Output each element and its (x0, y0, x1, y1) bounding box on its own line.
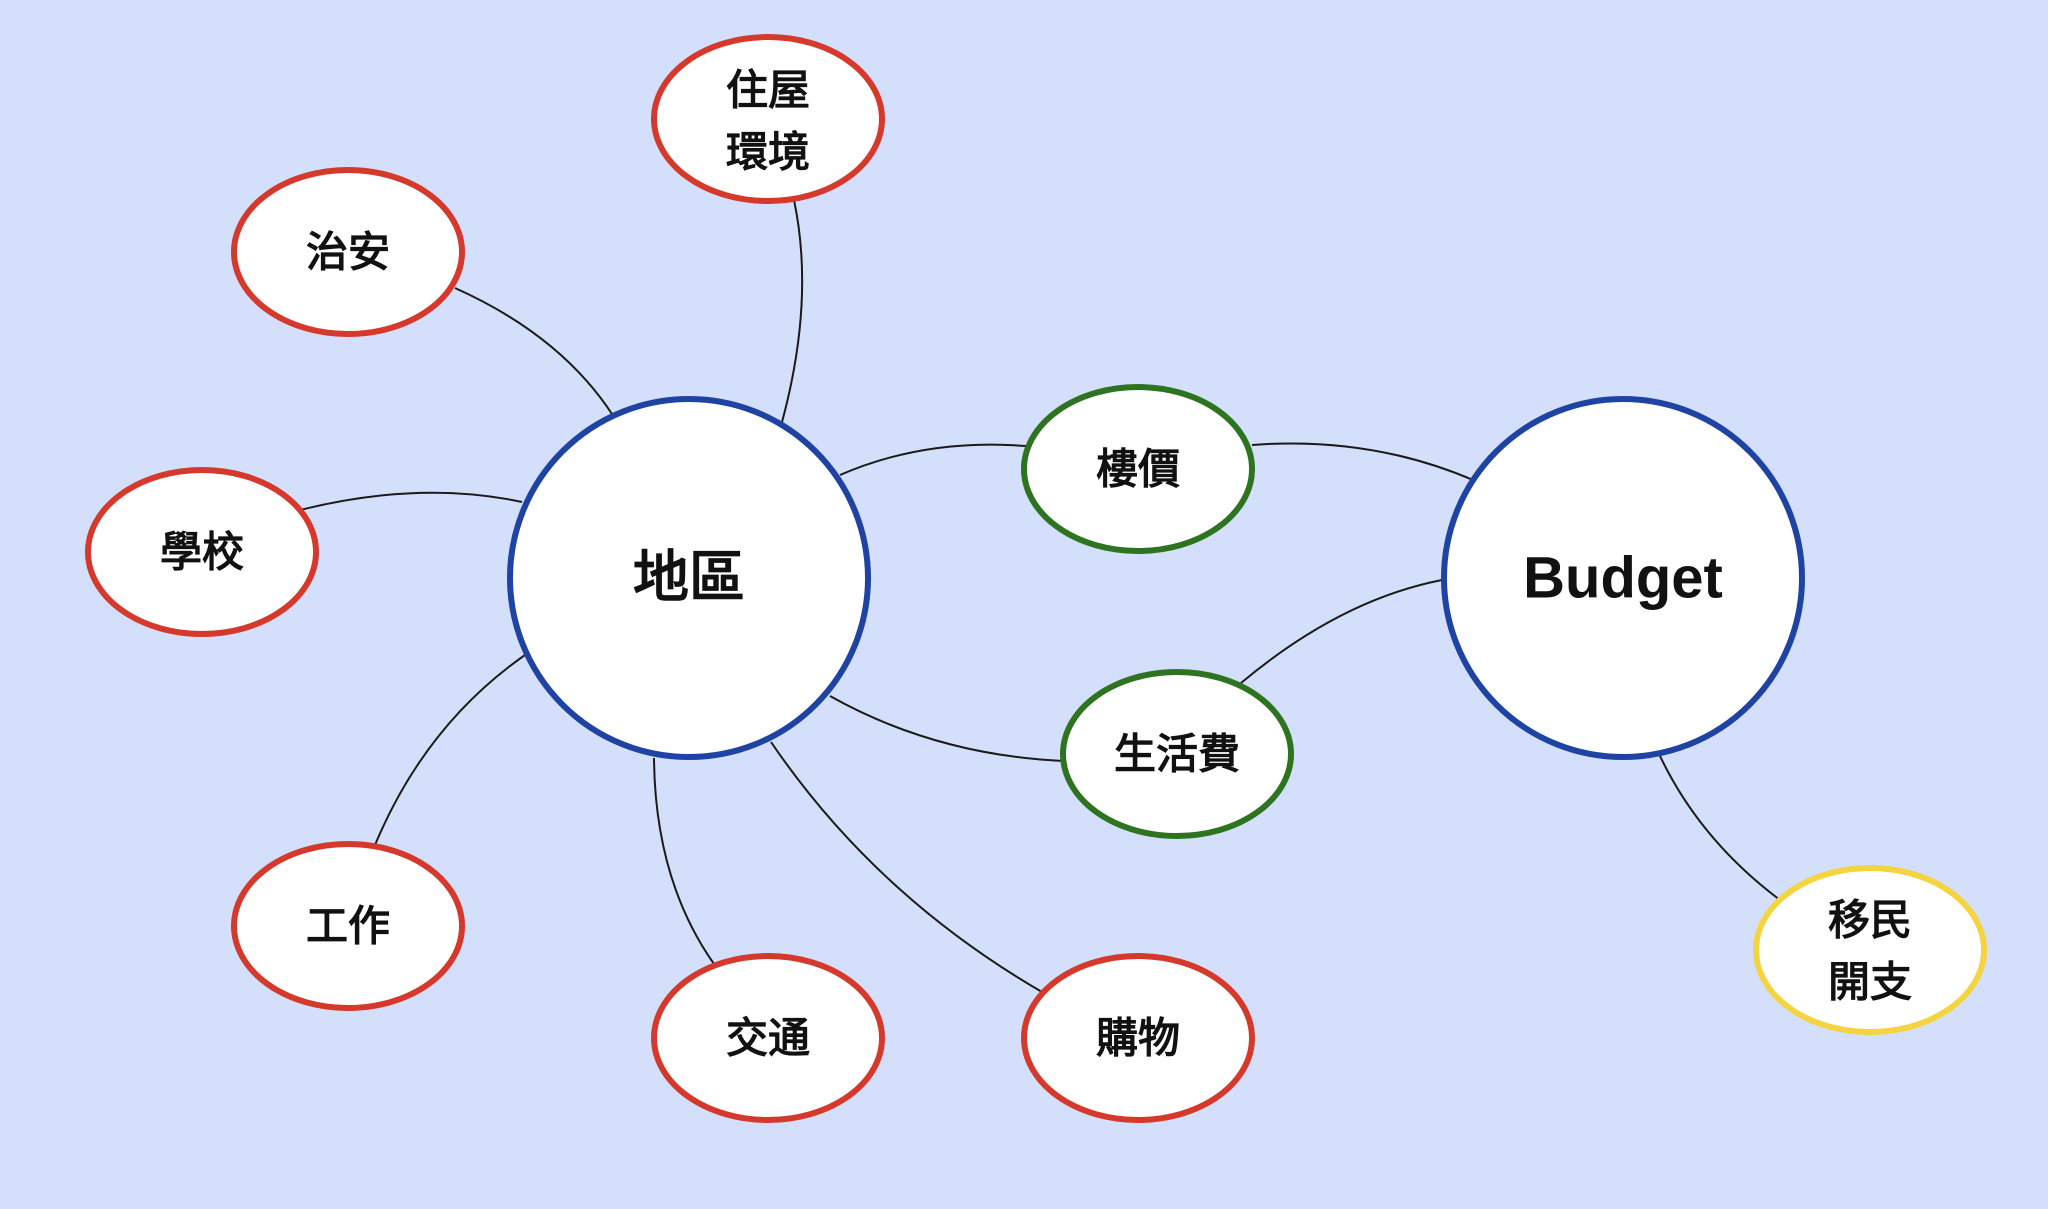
node-public-security-label: 治安 (306, 228, 390, 277)
node-shopping[interactable]: 購物 (1021, 953, 1255, 1123)
node-property-price[interactable]: 樓價 (1021, 384, 1255, 554)
node-housing-environment-line-2: 環境 (726, 128, 810, 177)
edge-area-transport (653, 757, 715, 965)
node-public-security[interactable]: 治安 (231, 167, 465, 337)
node-living-cost[interactable]: 生活費 (1060, 669, 1294, 839)
node-housing-environment-line-1: 住屋 (726, 66, 810, 115)
edge-area-property-price (839, 443, 1027, 476)
node-living-cost-label: 生活費 (1114, 730, 1240, 779)
node-budget-label: Budget (1523, 546, 1723, 611)
edge-area-living-cost (829, 695, 1064, 762)
edge-area-public-security (454, 287, 613, 415)
node-immigration-cost[interactable]: 移民 開支 (1753, 865, 1987, 1035)
edge-area-housing-env (781, 199, 804, 423)
node-work-label: 工作 (306, 902, 390, 951)
node-property-price-label: 樓價 (1096, 445, 1180, 494)
node-immigration-cost-line-1: 移民 (1828, 896, 1912, 945)
edge-area-shopping (770, 741, 1043, 993)
node-transport[interactable]: 交通 (651, 953, 885, 1123)
node-housing-environment[interactable]: 住屋 環境 (651, 34, 885, 204)
edge-budget-immigration-cost (1659, 755, 1781, 901)
edge-area-work (374, 654, 526, 846)
edge-living-cost-budget (1240, 579, 1443, 684)
node-area-label: 地區 (633, 546, 745, 611)
node-immigration-cost-line-2: 開支 (1828, 958, 1912, 1007)
node-work[interactable]: 工作 (231, 841, 465, 1011)
edge-area-school (299, 491, 523, 511)
node-shopping-label: 購物 (1096, 1014, 1180, 1063)
edge-property-price-budget (1251, 442, 1474, 481)
node-school-label: 學校 (160, 528, 244, 577)
node-budget[interactable]: Budget (1441, 396, 1805, 760)
node-transport-label: 交通 (726, 1014, 810, 1063)
node-area[interactable]: 地區 (507, 396, 871, 760)
node-school[interactable]: 學校 (85, 467, 319, 637)
connector-lines (299, 199, 1781, 993)
